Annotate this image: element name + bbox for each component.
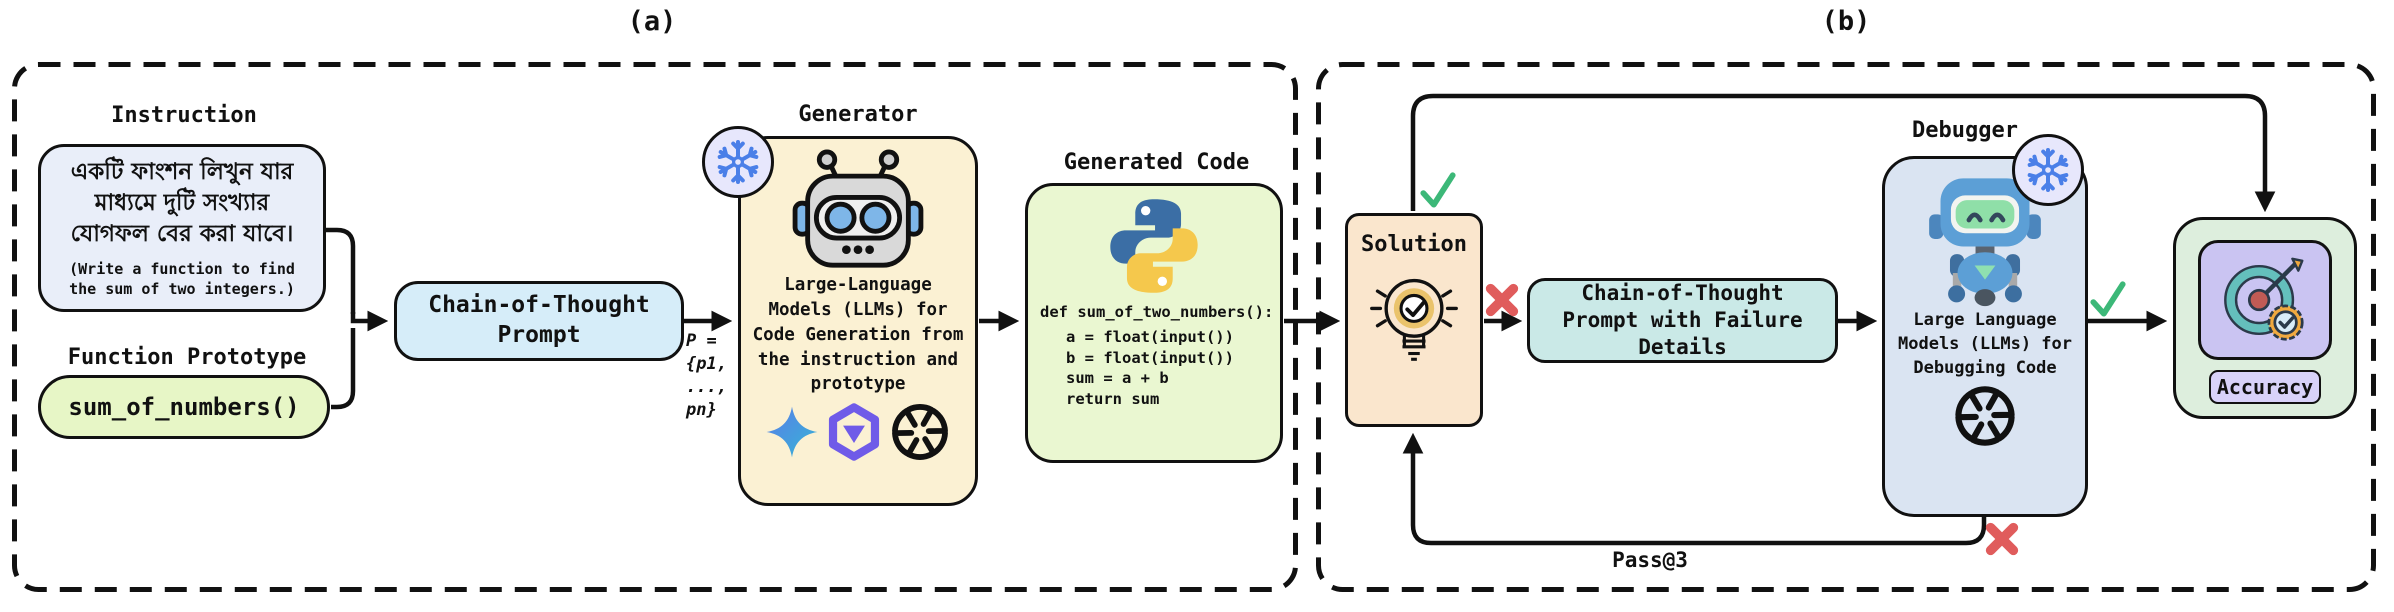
panel-b-border (1316, 62, 2376, 592)
panel-b-title: (b) (1821, 6, 1871, 37)
llm-logos (764, 400, 952, 464)
openai-logo-icon (1955, 386, 2015, 447)
snowflake-icon (717, 140, 759, 184)
generator-robot-icon (792, 149, 924, 268)
generator-description: Large-Language Models (LLMs) for Code Ge… (752, 275, 964, 395)
function-prototype-code: sum_of_numbers() (68, 393, 300, 421)
python-logo-icon (1110, 199, 1198, 293)
instruction-english-text: (Write a function to find the sum of two… (69, 259, 295, 299)
cross-icon (1485, 283, 1519, 317)
solution-label: Solution (1361, 232, 1467, 257)
cot-prompt-box: Chain-of-Thought Prompt (394, 281, 684, 361)
gemini-sparkle-icon (766, 406, 818, 458)
panel-a-border (12, 62, 1298, 592)
arrow-debugger-solution-loop (1402, 432, 1987, 546)
panel-a-title: (a) (627, 6, 677, 37)
generator-title: Generator (798, 102, 918, 127)
check-icon (1420, 172, 1456, 208)
accuracy-label-pill: Accuracy (2209, 370, 2321, 404)
openai-logo-icon (892, 404, 948, 461)
prompt-set-line: P = (686, 331, 717, 351)
qwen-logo-icon (828, 403, 880, 461)
cot-prompt-label: Chain-of-Thought Prompt (428, 292, 650, 348)
accuracy-icon-frame (2198, 240, 2332, 360)
solution-box: Solution (1345, 213, 1483, 427)
cross-icon (1985, 522, 2019, 556)
debugger-box: Large Language Models (LLMs) for Debuggi… (1882, 156, 2088, 517)
code-line: b = float(input()) (1066, 348, 1234, 367)
prompt-set-line: ..., (686, 376, 727, 397)
accuracy-label: Accuracy (2216, 375, 2314, 399)
instruction-box: একটি ফাংশন লিখুন যার মাধ্যমে দুটি সংখ্যা… (38, 144, 326, 312)
debugger-description: Large Language Models (LLMs) for Debuggi… (1898, 310, 2072, 378)
prompt-set-line: {p1, (686, 353, 727, 374)
function-prototype-box: sum_of_numbers() (38, 375, 330, 439)
generated-code-title: Generated Code (1063, 150, 1250, 175)
function-prototype-title: Function Prototype (67, 345, 307, 370)
code-line: sum = a + b (1066, 369, 1169, 388)
code-line: a = float(input()) (1066, 328, 1234, 347)
generator-frozen-badge (702, 126, 774, 198)
code-line: def sum_of_two_numbers(): (1040, 303, 1274, 321)
arrow-junction-cot (350, 310, 389, 332)
check-icon (2090, 281, 2126, 317)
arrow-instruction-junction (324, 227, 356, 314)
prompt-set-line: pn} (686, 399, 717, 420)
arrow-prototype-junction (331, 328, 356, 410)
generator-box: Large-Language Models (LLMs) for Code Ge… (738, 136, 978, 506)
cot-failure-label: Chain-of-Thought Prompt with Failure Det… (1562, 280, 1803, 360)
code-line: return sum (1066, 389, 1160, 408)
generated-code-box: def sum_of_two_numbers(): a = float(inpu… (1025, 183, 1283, 463)
accuracy-box: Accuracy (2173, 217, 2357, 419)
prompt-set-label: P = {p1, ..., pn} (686, 330, 742, 422)
instruction-bengali-text: একটি ফাংশন লিখুন যার মাধ্যমে দুটি সংখ্যা… (70, 158, 294, 247)
cot-failure-box: Chain-of-Thought Prompt with Failure Det… (1527, 278, 1838, 363)
generated-code-snippet: def sum_of_two_numbers(): a = float(inpu… (1028, 298, 1280, 409)
pass-at-3-label: Pass@3 (1612, 548, 1688, 572)
debugger-robot-icon (1929, 178, 2041, 307)
lightbulb-check-icon (1370, 278, 1458, 361)
target-accuracy-icon (2224, 257, 2304, 341)
debugger-title: Debugger (1912, 118, 2018, 143)
snowflake-icon (2027, 148, 2069, 192)
debugger-frozen-badge (2012, 134, 2084, 206)
instruction-title: Instruction (111, 103, 257, 128)
arrow-solution-accuracy-loop (1410, 93, 2276, 213)
